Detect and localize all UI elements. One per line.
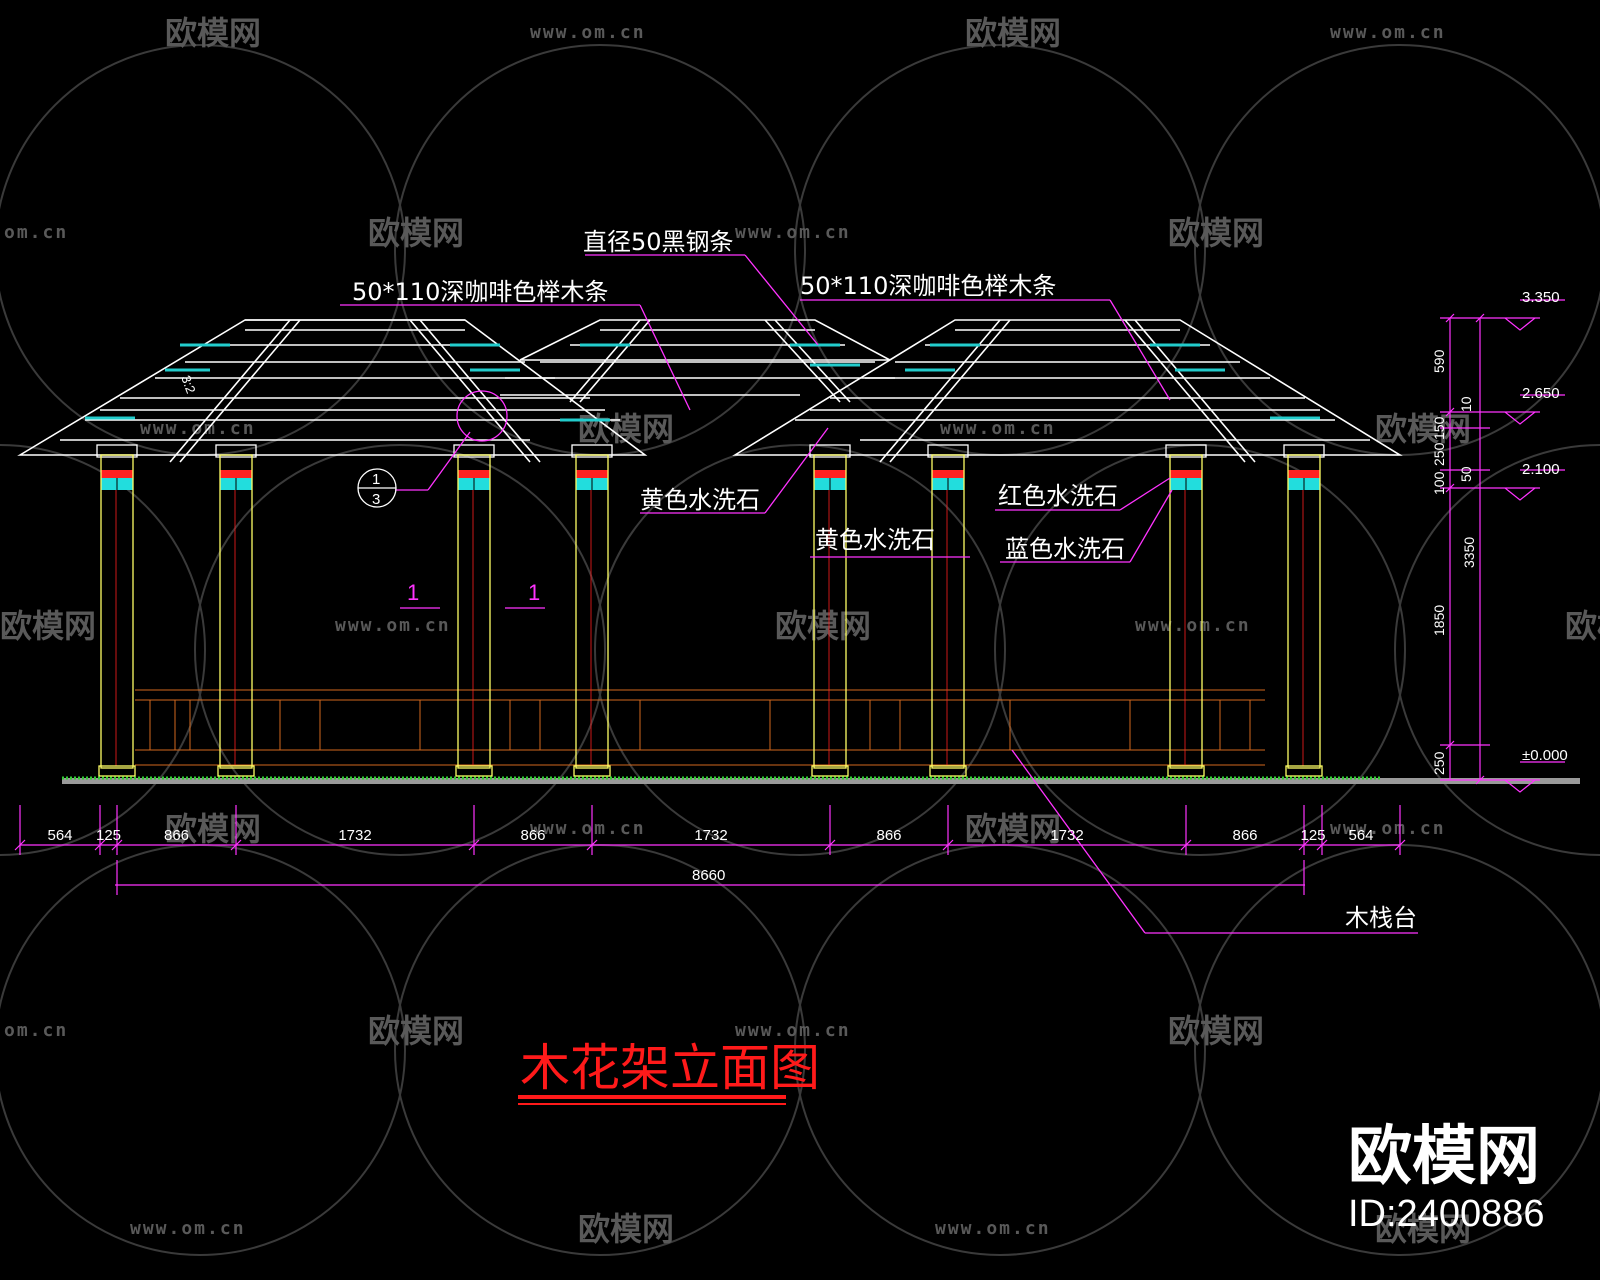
- vdim-10: 10: [1458, 396, 1474, 412]
- section-mark-left: 1: [407, 580, 419, 605]
- horizontal-dimensions: [14, 805, 1406, 895]
- watermark-brand: 欧模网: [965, 810, 1061, 848]
- horizontal-dimension-label: 564: [1348, 827, 1373, 844]
- column-red-band: [1170, 470, 1202, 478]
- corner-watermark-id: ID:2400886: [1348, 1193, 1545, 1235]
- watermark-url: www.om.cn: [940, 418, 1056, 439]
- column: [927, 444, 969, 777]
- watermark-brand: 欧模网: [775, 607, 871, 645]
- vdim-250: 250: [1431, 442, 1447, 466]
- callout-blue-stone: 蓝色水洗石: [1005, 535, 1125, 563]
- drawing-title: 木花架立面图: [520, 1039, 820, 1097]
- horizontal-dimension-labels: 564 125 866 1732 866 1732 866 1732 866 125 564: [47, 827, 1373, 844]
- steel-bar-accents: [85, 343, 1320, 422]
- vdim-50: 50: [1458, 466, 1474, 482]
- detail-circle: [456, 390, 508, 442]
- horizontal-dimension-label: 125: [96, 827, 121, 844]
- watermark-brand: 欧模网: [368, 214, 464, 252]
- watermark-texts: 欧模网 www.om.cn 欧模网 www.om.cn om.cn 欧模网 ww…: [0, 14, 1600, 1248]
- column-red-band: [220, 470, 252, 478]
- column: [453, 444, 495, 777]
- column: [1283, 444, 1325, 777]
- vdim-590: 590: [1431, 349, 1447, 373]
- column-red-band: [576, 470, 608, 478]
- column: [809, 444, 851, 777]
- watermark-url: www.om.cn: [1135, 615, 1251, 636]
- column: [215, 444, 257, 777]
- section-mark-right: 1: [528, 580, 540, 605]
- horizontal-dimension-label: 866: [1232, 827, 1257, 844]
- detail-marker-top: 1: [372, 471, 380, 488]
- slope-label: 3:2: [178, 373, 198, 395]
- title-underline: [518, 1095, 786, 1105]
- watermark-brand: 欧模网: [1375, 410, 1471, 448]
- callout-yellow-stone-2: 黄色水洗石: [815, 526, 935, 554]
- watermark-url: om.cn: [4, 1020, 68, 1041]
- watermark-url: www.om.cn: [935, 1218, 1051, 1239]
- callout-steel-bar: 直径50黑钢条: [583, 228, 734, 256]
- vertical-dimensions: [1440, 299, 1565, 793]
- corner-watermark-brand: 欧模网: [1348, 1120, 1540, 1194]
- column-red-band: [101, 470, 133, 478]
- callout-beech-left: 50*110深咖啡色榉木条: [352, 278, 608, 306]
- column: [571, 444, 613, 777]
- watermark-url: www.om.cn: [1330, 818, 1446, 839]
- total-width-label: 8660: [692, 867, 725, 884]
- columns: [96, 444, 1325, 777]
- watermark-url: www.om.cn: [530, 22, 646, 43]
- callout-red-stone: 红色水洗石: [998, 482, 1118, 510]
- watermark-brand: 欧模网: [1168, 1012, 1264, 1050]
- watermark-brand: 欧模网: [0, 607, 96, 645]
- elevation-2650: 2.650: [1522, 385, 1560, 402]
- watermark-brand: 欧模网: [1565, 607, 1600, 645]
- horizontal-dimension-label: 1732: [1050, 827, 1083, 844]
- watermark-url: om.cn: [4, 222, 68, 243]
- column: [1165, 444, 1207, 777]
- watermark-url: www.om.cn: [530, 818, 646, 839]
- elevation-0: ±0.000: [1522, 747, 1568, 764]
- vdim-1850: 1850: [1431, 605, 1447, 636]
- callout-beech-right: 50*110深咖啡色榉木条: [800, 272, 1056, 300]
- vdim-250-bottom: 250: [1431, 751, 1447, 775]
- watermark-url: www.om.cn: [140, 418, 256, 439]
- detail-marker-bottom: 3: [372, 491, 380, 508]
- watermark-url: www.om.cn: [130, 1218, 246, 1239]
- column-red-band: [932, 470, 964, 478]
- column-red-band: [458, 470, 490, 478]
- watermark-url: www.om.cn: [335, 615, 451, 636]
- column-red-band: [1288, 470, 1320, 478]
- watermark-brand: 欧模网: [165, 810, 261, 848]
- watermark-brand: 欧模网: [1375, 1210, 1471, 1248]
- watermark-url: www.om.cn: [1330, 22, 1446, 43]
- elevation-3350: 3.350: [1522, 289, 1560, 306]
- watermark-brand: 欧模网: [368, 1012, 464, 1050]
- leader-lines: [340, 254, 1418, 934]
- vdim-100: 100: [1431, 471, 1447, 495]
- column-red-band: [814, 470, 846, 478]
- ground: [62, 776, 1580, 784]
- watermark-brand: 欧模网: [1168, 214, 1264, 252]
- detail-marker: 1 3: [357, 468, 397, 508]
- roof-frame-middle: [519, 319, 891, 361]
- horizontal-dimension-label: 866: [520, 827, 545, 844]
- horizontal-dimension-label: 1732: [338, 827, 371, 844]
- watermark-brand: 欧模网: [578, 1210, 674, 1248]
- elevation-2100: 2.100: [1522, 461, 1560, 478]
- callout-yellow-stone-1: 黄色水洗石: [640, 486, 760, 514]
- watermark-brand: 欧模网: [165, 14, 261, 52]
- railing: [135, 689, 1265, 766]
- vdim-3350: 3350: [1461, 537, 1477, 568]
- horizontal-dimension-label: 125: [1300, 827, 1325, 844]
- horizontal-dimension-label: 866: [876, 827, 901, 844]
- horizontal-dimension-label: 866: [164, 827, 189, 844]
- horizontal-dimension-label: 1732: [694, 827, 727, 844]
- watermark-url: www.om.cn: [735, 1020, 851, 1041]
- callout-deck: 木栈台: [1345, 904, 1417, 932]
- horizontal-dimension-label: 564: [47, 827, 72, 844]
- watermark-url: www.om.cn: [735, 222, 851, 243]
- vdim-150: 150: [1431, 416, 1447, 440]
- column: [96, 444, 138, 777]
- watermark-brand: 欧模网: [965, 14, 1061, 52]
